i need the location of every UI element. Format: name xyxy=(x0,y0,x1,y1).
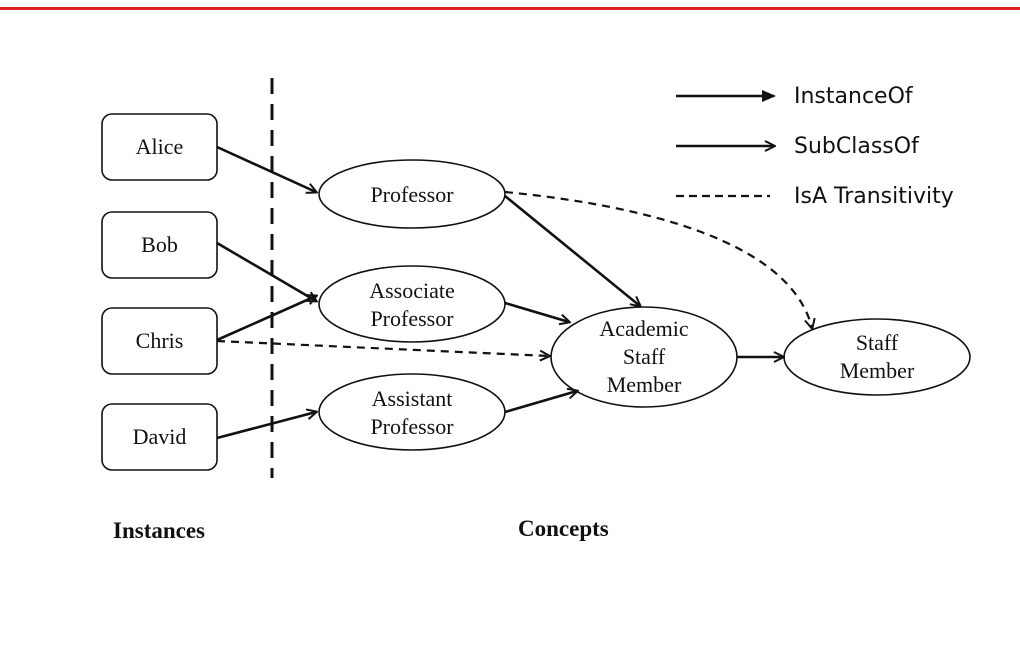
instance-label-alice: Alice xyxy=(136,134,184,159)
concept-label-professor: Professor xyxy=(370,182,454,207)
instance-label-bob: Bob xyxy=(141,232,178,257)
concept-label-assistant-line2: Professor xyxy=(370,414,454,439)
concept-label-associate-line1: Associate xyxy=(369,278,455,303)
legend-item-isa-transitivity: IsA Transitivity xyxy=(676,184,954,209)
concept-node-academic-staff-member: Academic Staff Member xyxy=(550,306,738,408)
instance-label-david: David xyxy=(133,424,187,449)
section-label-instances: Instances xyxy=(113,518,205,543)
concept-node-associate-professor: Associate Professor xyxy=(318,265,506,343)
instance-node-chris: Chris xyxy=(101,307,218,375)
legend: InstanceOf SubClassOf IsA Transitivity xyxy=(676,84,954,209)
concept-node-professor: Professor xyxy=(318,159,506,229)
top-accent-rule xyxy=(0,7,1020,10)
concept-label-academic-line1: Academic xyxy=(599,316,688,341)
concept-label-assistant-line1: Assistant xyxy=(372,386,453,411)
edge-david-assistant xyxy=(216,412,316,440)
concept-label-academic-line2: Staff xyxy=(623,344,666,369)
instance-node-david: David xyxy=(101,403,218,471)
concept-label-academic-line3: Member xyxy=(607,372,682,397)
concept-label-staff-line2: Member xyxy=(840,358,915,383)
legend-item-subclassof: SubClassOf xyxy=(676,134,920,159)
edge-assistant-academic xyxy=(504,391,577,414)
legend-item-instanceof: InstanceOf xyxy=(676,84,914,109)
legend-label-subclassof: SubClassOf xyxy=(794,134,920,159)
legend-label-instanceof: InstanceOf xyxy=(794,84,914,109)
edge-chris-associate xyxy=(216,296,316,342)
edge-bob-associate xyxy=(216,241,316,301)
edge-professor-staff-transitive xyxy=(504,190,812,328)
edge-chris-academic-transitive xyxy=(216,339,549,356)
edge-alice-professor xyxy=(216,145,316,192)
legend-label-isa-transitivity: IsA Transitivity xyxy=(794,184,954,209)
instance-label-chris: Chris xyxy=(136,328,184,353)
edge-professor-academic xyxy=(504,194,640,306)
concept-label-staff-line1: Staff xyxy=(856,330,899,355)
concept-node-assistant-professor: Assistant Professor xyxy=(318,373,506,451)
concept-label-associate-line2: Professor xyxy=(370,306,454,331)
section-label-concepts: Concepts xyxy=(518,516,609,541)
instance-node-alice: Alice xyxy=(101,113,218,181)
concept-node-staff-member: Staff Member xyxy=(783,318,971,396)
edge-associate-academic xyxy=(504,301,569,322)
instance-node-bob: Bob xyxy=(101,211,218,279)
